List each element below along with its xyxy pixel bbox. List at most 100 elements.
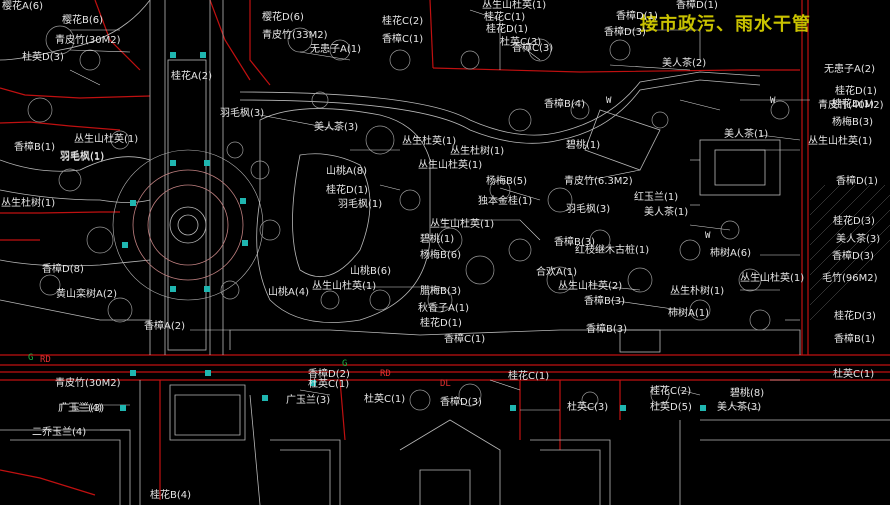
plant-label: 碧桃(1) [566,140,601,151]
plant-label: 香樟B(3) [554,237,596,248]
plant-label: 香樟C(1) [382,34,424,45]
plant-label: 美人茶(2) [662,58,707,69]
plant-label: 桂花D(3) [834,311,876,322]
hatched-bamboo-area [809,184,890,321]
plant-label: 杨梅B(5) [486,176,528,187]
plant-label: 广玉兰(3) [60,403,105,414]
plant-label: 桂花D(3) [833,216,875,227]
plant-label: 广玉兰(3) [286,395,331,406]
plant-label: 羽毛枫(1) [60,152,105,163]
plant-label: 柿树A(6) [710,248,752,259]
plant-label: 山桃A(8) [326,166,368,177]
plant-label: 杜英C(1) [364,394,406,405]
plant-label: 桂花D(1) [326,185,368,196]
plant-label: 青皮竹(30M2) [55,378,121,389]
plant-label: 杨梅B(3) [832,117,874,128]
plant-label: 香樟B(3) [584,296,626,307]
plant-label: 樱花A(6) [2,1,44,12]
plant-label: 碧桃(1) [420,234,455,245]
plant-label: 桂花C(2) [650,386,692,397]
plant-label: 丛生杜树(1) [450,146,505,157]
plant-label: 丛生杜树(1) [1,198,56,209]
plant-label: 樱花B(6) [62,15,104,26]
plant-label: 青皮竹(6.3M2) [564,176,633,187]
plant-label: 香樟D(3) [604,27,646,38]
plant-label: 香樟D(3) [440,397,482,408]
plant-label: 山桃B(6) [350,266,392,277]
plant-label: 羽毛枫(3) [220,108,265,119]
tree-symbols [27,25,790,411]
plant-label: 桂花C(1) [508,371,550,382]
plant-label: 羽毛枫(1) [338,199,383,210]
plant-label: 桂花C(1) [484,12,526,23]
plant-label: 杜英C(3) [567,402,609,413]
plant-label: 丛生山杜英(1) [740,273,805,284]
plant-label: 桂花C(2) [382,16,424,27]
pipe-line-labels: RD RD DL G G W W W [28,96,776,389]
plant-label: 秋香子A(1) [418,303,470,314]
plant-label: 杨梅B(6) [420,250,462,261]
plant-label: 二乔玉兰(4) [32,427,87,438]
plant-label: 香樟B(4) [544,99,586,110]
plant-label: 香樟B(1) [14,142,56,153]
plant-label: 腊梅B(3) [420,286,462,297]
plant-label: 丛生杜英(1) [402,136,457,147]
pipe-label-rd-left: RD [40,355,51,365]
drawing-title: 接市政污、雨水干管 [640,14,811,35]
plant-label: 无患子A(1) [310,44,362,55]
plant-label: 杜英C(1) [308,379,350,390]
plant-label: 丛生山杜英(2) [558,281,623,292]
pipe-label-dl: DL [440,379,451,389]
plant-label: 桂花D(1) [420,318,462,329]
plant-label: 美人茶(3) [314,122,359,133]
plant-label: 香樟C(1) [444,334,486,345]
pipe-label-w-top-2: W [770,96,776,106]
plant-label: 黄山栾树A(2) [56,289,118,300]
plant-label: 柿树A(1) [668,308,710,319]
plant-label: 青皮竹(30M2) [55,35,121,46]
plant-label: 青皮竹(33M2) [262,30,328,41]
plant-label: 羽毛枫(1) [60,151,105,162]
pipe-label-g-mid: G [342,359,347,369]
plant-label: 丛生山杜英(1) [74,134,139,145]
plant-label: 丛生山杜英(1) [312,281,377,292]
plant-label: 羽毛枫(3) [566,204,611,215]
leader-lines [69,9,810,431]
plant-label: 香樟D(1) [836,176,878,187]
plant-label: 山桃A(4) [268,287,310,298]
plant-label: 毛竹(96M2) [822,273,878,284]
plant-label: 丛生山杜英(1) [808,136,873,147]
plant-label: 广玉兰(4) [58,403,103,414]
plant-label: 杜英D(3) [22,52,64,63]
plant-label: 杜英C(1) [833,369,875,380]
pipe-label-w-right: W [705,231,711,241]
plant-label: 丛生朴树(1) [670,286,725,297]
plant-label: 青皮竹(40M2) [818,100,884,111]
plant-label: 香樟A(2) [144,321,186,332]
plant-label: 杜英D(5) [650,402,692,413]
pipe-label-w-top-1: W [606,96,612,106]
plant-label: 香樟D(1) [616,11,658,22]
plant-label: 美人茶(3) [717,402,762,413]
plant-label: 香樟B(1) [834,334,876,345]
plant-label: 香樟B(3) [586,324,628,335]
plant-label: 桂花B(4) [150,490,192,501]
plant-label: 丛生山杜英(1) [430,219,495,230]
circular-plaza [112,149,264,301]
plant-label: 合欢A(1) [536,267,578,278]
plant-label: 丛生山杜英(1) [418,160,483,171]
plant-label: 香樟D(8) [42,264,84,275]
plant-label: 无患子A(2) [824,64,876,75]
plant-label: 丛生山杜英(1) [482,0,547,11]
plant-label: 美人茶(1) [644,207,689,218]
plant-label: 香樟D(2) [308,369,350,380]
plant-label: 桂花D(1) [835,86,877,97]
pipe-label-g-left: G [28,353,33,363]
pipe-label-rd-right: RD [380,369,391,379]
plant-label: 桂花A(2) [171,71,213,82]
plant-label: 桂花D(1) [486,24,528,35]
plant-label: 美人茶(1) [724,129,769,140]
